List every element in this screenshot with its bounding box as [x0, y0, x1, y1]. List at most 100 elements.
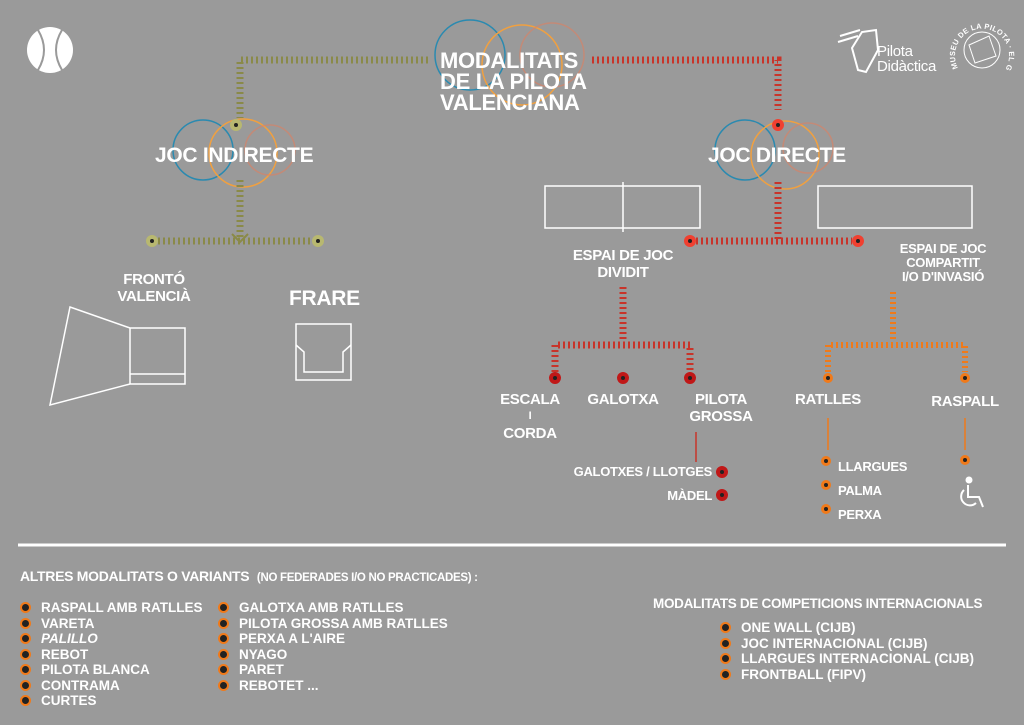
others-heading: ALTRES MODALITATS O VARIANTS (NO FEDERAD…: [20, 569, 478, 585]
list-item: RASPALL AMB RATLLES: [20, 600, 203, 616]
item-text: NYAGO: [239, 646, 288, 662]
list-item: VARETA: [20, 616, 203, 632]
label-line: DIVIDIT: [597, 264, 649, 281]
label-line: VALENCIÀ: [117, 288, 191, 305]
item-text: PARET: [239, 662, 284, 677]
item-text: PILOTA GROSSA AMB RATLLES: [239, 615, 448, 631]
ball-logo-icon: [27, 27, 73, 73]
list-item: PILOTA GROSSA AMB RATLLES: [218, 616, 448, 632]
ratlles-sub-list: LLARGUES PALMA PERXA: [838, 455, 907, 527]
list-item: PALILLO: [20, 631, 203, 647]
item-text: REBOTET ...: [239, 677, 319, 693]
bullet-icon: [218, 648, 229, 660]
bullet-icon: [720, 653, 731, 665]
item-text: RASPALL AMB RATLLES: [41, 600, 203, 615]
bullet-icon: [20, 617, 31, 629]
label-line: CORDA: [503, 425, 557, 442]
others-list-2: GALOTXA AMB RATLLES PILOTA GROSSA AMB RA…: [218, 600, 448, 693]
item-text: GALOTXA AMB RATLLES: [239, 600, 404, 615]
bullet-icon: [720, 668, 731, 680]
pilota-didactica-logo: Pilota Didàctica: [877, 43, 936, 75]
item-text: LLARGUES INTERNACIONAL (CIJB): [741, 651, 975, 666]
bullet-icon: [218, 633, 229, 645]
bullet-icon: [20, 633, 31, 645]
item-text: VARETA: [41, 615, 95, 631]
hand-logo-icon: [837, 28, 880, 74]
list-item: CONTRAMA: [20, 678, 203, 694]
bullet-icon: [218, 679, 229, 691]
list-item: ONE WALL (CIJB): [720, 620, 974, 636]
wheelchair-icon: [960, 476, 984, 508]
bullet-icon: [20, 648, 31, 660]
label-line: ESCALA: [500, 391, 560, 408]
galotxa-label: GALOTXA: [587, 391, 659, 408]
item-text: REBOT: [41, 646, 89, 662]
bullet-icon: [218, 664, 229, 676]
list-item: PERXA A L'AIRE: [218, 631, 448, 647]
item-text: CONTRAMA: [41, 677, 120, 693]
bullet-icon: [20, 679, 31, 691]
espai-compartit-label: ESPAI DE JOC COMPARTIT I/O D'INVASIÓ: [878, 242, 1008, 284]
joc-indirecte-heading: JOC INDIRECTE: [155, 144, 314, 167]
title-line: MODALITATS: [440, 48, 578, 73]
others-note: (NO FEDERADES I/O NO PRACTICADES) :: [256, 572, 478, 584]
bullet-icon: [720, 637, 731, 649]
item-text: PALILLO: [41, 631, 98, 646]
orange-connector-lines: [827, 418, 966, 450]
node-dots-red: [549, 119, 864, 501]
fronto-valencia-label: FRONTÓ VALENCIÀ: [104, 271, 204, 305]
node-dots-orange: [821, 373, 970, 514]
list-item: PARET: [218, 662, 448, 678]
list-item: REBOT: [20, 647, 203, 663]
bullet-icon: [20, 664, 31, 676]
label-line: ESPAI DE JOC: [572, 247, 674, 264]
list-item: PILOTA BLANCA: [20, 662, 203, 678]
list-item: NYAGO: [218, 647, 448, 663]
page-title: MODALITATS DE LA PILOTA VALENCIANA: [440, 48, 587, 115]
label-line: ESPAI DE JOC: [899, 241, 987, 256]
item-text: CURTES: [41, 693, 97, 708]
bullet-icon: [20, 602, 31, 614]
galotxes-llotges-label: GALOTXES / LLOTGES: [573, 464, 713, 479]
international-heading: MODALITATS DE COMPETICIONS INTERNACIONAL…: [653, 596, 983, 611]
label-line: I: [528, 410, 532, 422]
title-line: VALENCIANA: [440, 90, 580, 115]
bullet-icon: [218, 602, 229, 614]
indirect-connector: [158, 56, 428, 245]
ratlles-label: RATLLES: [795, 391, 861, 408]
list-item: JOC INTERNACIONAL (CIJB): [720, 636, 974, 652]
list-item: LLARGUES INTERNACIONAL (CIJB): [720, 651, 974, 667]
others-heading-text: ALTRES MODALITATS O VARIANTS: [20, 568, 250, 584]
bullet-icon: [218, 617, 229, 629]
court-icons: [49, 182, 973, 407]
list-item: CURTES: [20, 693, 203, 709]
madel-label: MÀDEL: [667, 488, 712, 503]
others-list-1: RASPALL AMB RATLLES VARETA PALILLO REBOT…: [20, 600, 203, 709]
raspall-label: RASPALL: [931, 393, 999, 410]
bullet-icon: [20, 695, 31, 707]
list-item: FRONTBALL (FIPV): [720, 667, 974, 683]
title-line: DE LA PILOTA: [440, 69, 587, 94]
espai-dividit-label: ESPAI DE JOC DIVIDIT: [553, 247, 693, 281]
item-text: FRONTBALL (FIPV): [741, 666, 866, 682]
palma-label: PALMA: [838, 483, 882, 498]
direct-connector: [551, 56, 852, 372]
joc-directe-heading: JOC DIRECTE: [708, 144, 846, 167]
perxa-label: PERXA: [838, 507, 882, 522]
label-line: COMPARTIT: [906, 255, 980, 270]
label-line: I/O D'INVASIÓ: [901, 269, 985, 284]
item-text: PILOTA BLANCA: [41, 662, 150, 677]
list-item: REBOTET ...: [218, 678, 448, 694]
pilota-grossa-label: PILOTA GROSSA: [683, 391, 759, 425]
item-text: ONE WALL (CIJB): [741, 620, 856, 635]
item-text: JOC INTERNACIONAL (CIJB): [741, 635, 928, 651]
international-list: ONE WALL (CIJB) JOC INTERNACIONAL (CIJB)…: [720, 620, 974, 682]
label-line: PILOTA: [694, 391, 748, 408]
frare-label: FRARE: [289, 287, 360, 310]
escala-i-corda-label: ESCALA I CORDA: [495, 391, 565, 442]
bullet-icon: [720, 622, 731, 634]
node-dots-olive: [146, 119, 324, 247]
label-line: FRONTÓ: [123, 271, 185, 288]
shared-connector: [825, 292, 968, 372]
